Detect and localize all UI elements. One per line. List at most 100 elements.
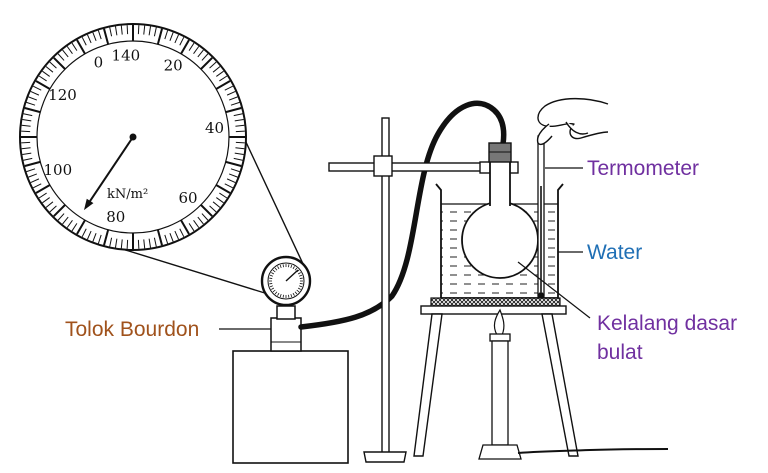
gauge-tick <box>228 96 238 101</box>
gauge-tick <box>201 53 209 61</box>
gauge-tick <box>179 36 185 46</box>
gauge-tick <box>38 192 47 199</box>
gauge-tick <box>109 27 113 37</box>
label-kelalang-line2: bulat <box>597 341 643 364</box>
gauge-tick <box>109 237 113 247</box>
gauge-tick <box>28 96 38 101</box>
gauge-tick <box>81 228 87 238</box>
gauge-tick <box>164 30 169 40</box>
gauge-tick <box>188 42 195 51</box>
label-kelalang-line1: Kelalang dasar <box>597 312 737 335</box>
flask-neck <box>490 160 510 206</box>
gauge-tick <box>228 173 238 178</box>
round-bottom-flask <box>461 142 539 279</box>
retort-stand <box>328 117 519 463</box>
gauge-tick <box>24 160 41 167</box>
hand-finger <box>565 121 589 135</box>
small-gauge-tick <box>279 294 282 298</box>
gauge-unit-label: kN/m² <box>107 187 148 202</box>
burner-top <box>489 333 511 342</box>
gauge-tick <box>226 90 236 96</box>
tripod-leg-left <box>413 313 443 457</box>
gauge-tick <box>22 118 32 122</box>
gauge-tick <box>26 101 36 106</box>
gauge-tick <box>120 25 123 35</box>
gauge-tick <box>114 238 118 248</box>
gauge-tick <box>32 183 42 189</box>
small-gauge-tick <box>272 269 276 273</box>
hand-palm <box>537 97 609 140</box>
gauge-tick <box>169 232 174 242</box>
gauge-scale-label: 20 <box>164 56 183 74</box>
bourdon-gauge <box>260 255 312 352</box>
gauge-tick <box>169 32 174 42</box>
gauge-tick <box>209 61 217 69</box>
gauge-tick <box>23 113 33 117</box>
gauge-tick <box>22 152 32 156</box>
boss-head <box>373 155 393 177</box>
small-gauge-tick <box>294 267 298 271</box>
gauge-tick <box>32 85 42 91</box>
small-gauge-tick <box>297 287 301 290</box>
gauge-tick <box>215 80 231 90</box>
gauge-tick <box>49 61 57 69</box>
small-gauge-tick <box>269 277 273 279</box>
gauge-tick <box>233 113 243 117</box>
gauge-tick <box>57 213 65 221</box>
gauge-pivot <box>129 133 137 141</box>
gauge-tick <box>153 237 157 247</box>
burner-flame <box>493 308 505 336</box>
gauge-tick <box>42 70 50 77</box>
small-gauge-needle <box>285 269 299 282</box>
gauge-tick <box>42 197 50 204</box>
tripod-stand <box>413 297 579 457</box>
small-gauge-tick <box>269 283 273 285</box>
gauge-tick <box>201 213 209 221</box>
gauge-tick <box>174 230 180 240</box>
gauge-tick <box>224 85 234 91</box>
gauge-tick <box>97 234 102 244</box>
gauge-tick <box>45 201 54 208</box>
small-gauge-tick <box>271 272 275 275</box>
small-gauge-tick <box>288 264 290 268</box>
gauge-tick <box>62 49 69 58</box>
gauge-tick <box>230 101 240 106</box>
gauge-tick <box>179 228 185 238</box>
small-gauge-tick <box>282 264 284 268</box>
gauge-tick <box>57 53 65 61</box>
gauge-tick <box>216 197 224 204</box>
wire-gauze <box>430 297 561 307</box>
gauge-tick <box>28 173 38 178</box>
hand <box>536 97 609 146</box>
tripod-ring <box>420 305 567 315</box>
leader-flask <box>517 261 591 319</box>
hand-thumb <box>536 123 553 146</box>
gauge-tick <box>148 26 152 36</box>
gauge-scale-label: 80 <box>106 208 125 226</box>
burner-barrel <box>491 340 509 446</box>
gauge-tick <box>120 239 123 249</box>
gauge-tick <box>225 107 242 114</box>
gauge-tick <box>71 42 78 51</box>
clamp-bar <box>328 162 485 172</box>
gauge-tick <box>86 34 92 44</box>
small-gauge-tick <box>299 277 303 279</box>
small-gauge-tick <box>299 283 303 285</box>
gauge-tick <box>21 124 31 127</box>
gauge-tick <box>235 147 245 150</box>
gauge-tick <box>219 75 228 82</box>
gauge-tick <box>81 36 87 46</box>
gauge-scale-label: 140 <box>112 46 141 64</box>
gauge-tick <box>49 205 57 213</box>
gauge-tick <box>226 178 236 184</box>
small-gauge-tick <box>274 291 278 295</box>
gauge-tick <box>224 183 234 189</box>
gauge-tick <box>45 66 54 73</box>
gauge-tick <box>97 30 102 40</box>
gauge-tick <box>66 46 73 54</box>
gauge-tick <box>30 90 40 96</box>
gauge-tick <box>143 239 146 249</box>
